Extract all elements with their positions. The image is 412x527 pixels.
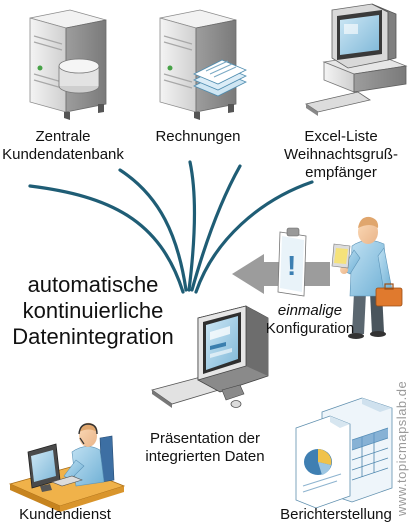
invoices-label-text: Rechnungen bbox=[155, 128, 241, 145]
excel-workstation-icon bbox=[305, 3, 408, 116]
excel-label-line1: Excel-Liste bbox=[304, 128, 378, 145]
presentation-line1: Präsentation der bbox=[149, 430, 261, 447]
excel-label-line2: Weihnachtsgruß- bbox=[284, 146, 398, 163]
configuration-label: einmalige Konfiguration bbox=[250, 302, 370, 338]
pie-chart-icon bbox=[304, 449, 332, 475]
consultant-person-icon bbox=[331, 216, 403, 339]
excel-list-label: Excel-Liste Weihnachtsgruß- empfänger bbox=[270, 128, 412, 182]
configuration-line2: Konfiguration bbox=[265, 320, 355, 337]
database-label: Zentrale Kundendatenbank bbox=[0, 128, 128, 164]
report-documents-icon bbox=[295, 397, 393, 509]
customer-service-text: Kundendienst bbox=[19, 506, 111, 523]
excel-label-line3: empfänger bbox=[305, 164, 377, 181]
reporting-label: Berichterstellung bbox=[266, 506, 406, 524]
flow-arc-5 bbox=[194, 180, 314, 294]
configuration-line1: einmalige bbox=[277, 302, 343, 319]
flow-arc-2 bbox=[118, 168, 188, 292]
customer-service-agent-icon bbox=[8, 422, 126, 512]
clipboard-icon: ! bbox=[277, 227, 307, 297]
data-flow-arcs bbox=[28, 160, 314, 294]
integration-title: automatische kontinuierliche Datenintegr… bbox=[0, 272, 186, 350]
database-label-line1: Zentrale bbox=[35, 128, 91, 145]
flow-arc-4 bbox=[190, 164, 242, 292]
reporting-text: Berichterstellung bbox=[280, 506, 392, 523]
watermark-url: www.topicmapslab.de bbox=[394, 380, 409, 516]
database-server-icon bbox=[29, 9, 107, 120]
customer-service-label: Kundendienst bbox=[0, 506, 130, 524]
integration-line1: automatische bbox=[27, 272, 159, 297]
presentation-monitor-icon bbox=[151, 305, 269, 408]
invoices-label: Rechnungen bbox=[138, 128, 258, 146]
flow-arc-1 bbox=[28, 184, 185, 294]
database-label-line2: Kundendatenbank bbox=[2, 146, 124, 163]
invoices-server-icon bbox=[159, 9, 247, 120]
presentation-line2: integrierten Daten bbox=[145, 448, 265, 465]
invoice-stack-icon bbox=[193, 59, 247, 97]
svg-text:!: ! bbox=[287, 250, 296, 281]
integration-line3: Datenintegration bbox=[12, 324, 174, 349]
integration-line2: kontinuierliche bbox=[22, 298, 164, 323]
presentation-label: Präsentation der integrierten Daten bbox=[130, 430, 280, 466]
flow-arc-3 bbox=[187, 160, 197, 292]
